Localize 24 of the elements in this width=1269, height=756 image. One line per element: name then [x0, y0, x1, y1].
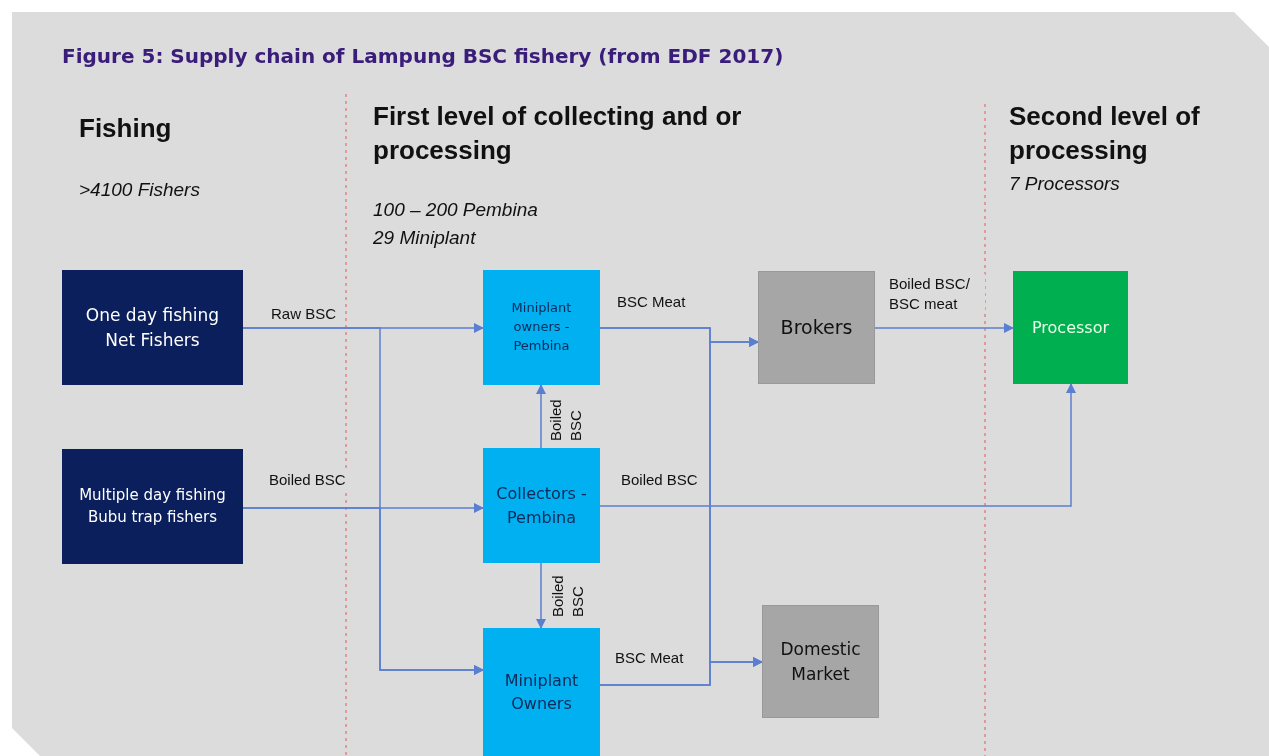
arrow [535, 562, 547, 630]
column-subheading: 7 Processors [1009, 172, 1120, 196]
column-subheading: 100 – 200 Pembina [373, 198, 538, 222]
process-box: Miniplant Owners [483, 628, 600, 756]
column-heading: Fishing [79, 112, 172, 145]
arrow [242, 507, 485, 676]
process-box: Brokers [758, 271, 875, 384]
arrow [535, 383, 547, 449]
process-box: One day fishing Net Fishers [62, 270, 243, 385]
arrow [599, 656, 764, 686]
process-box: Miniplant owners - Pembina [483, 270, 600, 385]
process-box: Multiple day fishing Bubu trap fishers [62, 449, 243, 564]
process-box: Collectors - Pembina [483, 448, 600, 563]
column-heading: Second level of processing [1009, 100, 1201, 167]
process-box: Processor [1013, 271, 1128, 384]
process-box: Domestic Market [762, 605, 879, 718]
column-subheading: 29 Miniplant [373, 226, 476, 250]
edge-label: Boiled BSC/ BSC meat [888, 274, 985, 313]
figure-title: Figure 5: Supply chain of Lampung BSC fishery (from EDF 2017) [62, 44, 784, 68]
edge-label: Boiled BSC [268, 470, 347, 490]
arrow [599, 382, 1077, 507]
arrow [874, 322, 1015, 334]
column-subheading: >4100 Fishers [79, 178, 200, 202]
column-heading: First level of collecting and or processing [373, 100, 743, 167]
